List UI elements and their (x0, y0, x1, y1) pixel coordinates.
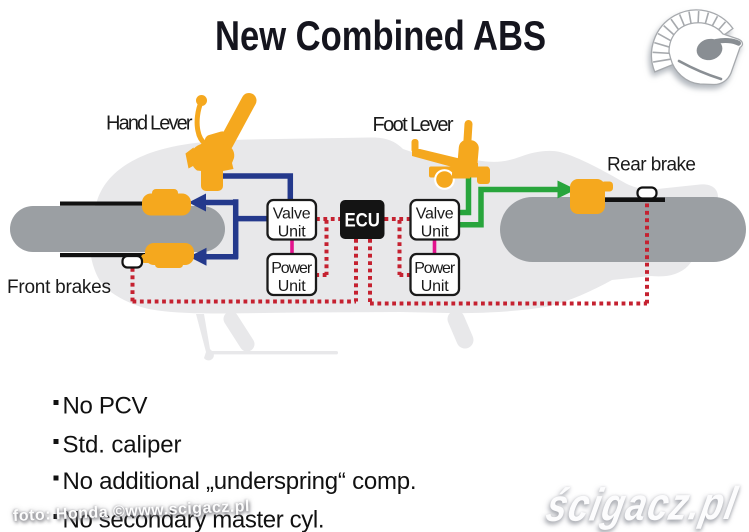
svg-text:Power: Power (271, 260, 313, 277)
svg-text:New Combined ABS: New Combined ABS (215, 12, 546, 59)
svg-text:Unit: Unit (278, 224, 307, 241)
svg-text:Unit: Unit (278, 278, 307, 295)
svg-text:Unit: Unit (421, 224, 450, 241)
svg-text:Foot Lever: Foot Lever (373, 114, 454, 136)
svg-text:Std. caliper: Std. caliper (63, 432, 182, 459)
svg-text:Power: Power (414, 260, 456, 277)
svg-text:Unit: Unit (421, 278, 450, 295)
svg-text:No PCV: No PCV (63, 393, 148, 420)
svg-text:Hand Lever: Hand Lever (106, 113, 193, 135)
svg-text:Valve: Valve (273, 206, 311, 223)
svg-text:No secondary master cyl.: No secondary master cyl. (63, 507, 325, 532)
svg-text:ECU: ECU (344, 211, 380, 232)
svg-text:Valve: Valve (416, 206, 454, 223)
svg-text:Front brakes: Front brakes (7, 277, 111, 298)
svg-text:Rear brake: Rear brake (607, 155, 696, 176)
svg-text:No additional „underspring“ co: No additional „underspring“ comp. (63, 468, 417, 495)
